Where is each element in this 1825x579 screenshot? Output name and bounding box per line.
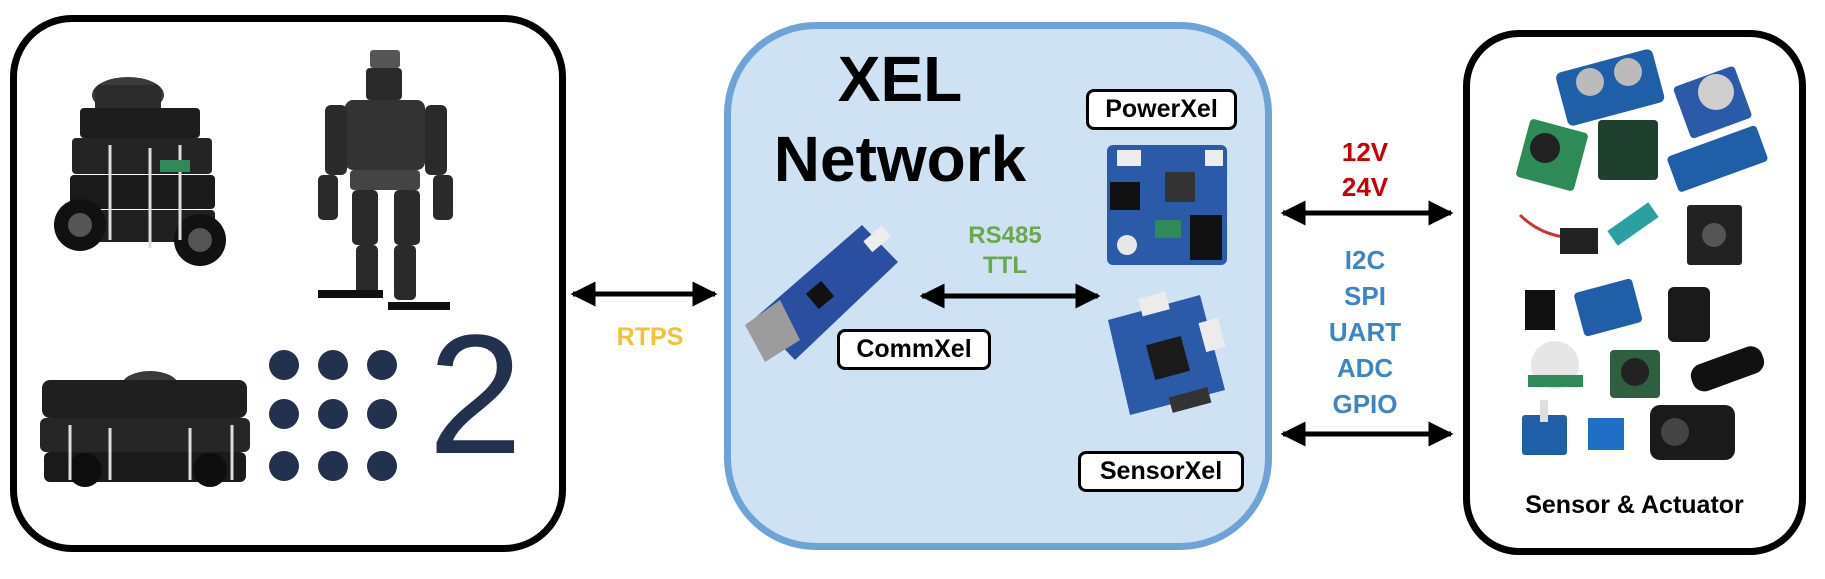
turtlebot-burger-image	[54, 77, 226, 266]
sensorxel-board-image	[1108, 291, 1226, 415]
sensorxel-label: SensorXel	[1078, 451, 1244, 492]
turtlebot-waffle-image	[40, 371, 250, 487]
commxel-label: CommXel	[837, 329, 991, 370]
interface-label-gpio: GPIO	[1332, 389, 1398, 419]
network-title-line1: XEL	[837, 43, 963, 115]
powerxel-board-image	[1107, 145, 1227, 265]
voltage-label-24v: 24V	[1341, 172, 1389, 202]
bus-label-rs485: RS485	[968, 222, 1042, 249]
powerxel-label: PowerXel	[1086, 89, 1237, 130]
voltage-label-12v: 12V	[1341, 137, 1389, 167]
ros2-logo-digit: 2	[428, 300, 523, 490]
sensor-actuator-caption: Sensor & Actuator	[1525, 491, 1744, 519]
humanoid-robot-image	[318, 50, 453, 310]
rtps-label: RTPS	[616, 323, 684, 351]
network-title-line2: Network	[773, 123, 1027, 195]
interface-label-adc: ADC	[1336, 353, 1394, 383]
interface-label-uart: UART	[1328, 317, 1402, 347]
sensor-actuator-images	[1516, 49, 1768, 460]
ros2-logo-dots	[269, 350, 397, 481]
interface-label-i2c: I2C	[1344, 245, 1386, 275]
interface-label-spi: SPI	[1344, 281, 1386, 311]
bus-label-ttl: TTL	[983, 252, 1027, 279]
commxel-board-image	[745, 225, 898, 362]
